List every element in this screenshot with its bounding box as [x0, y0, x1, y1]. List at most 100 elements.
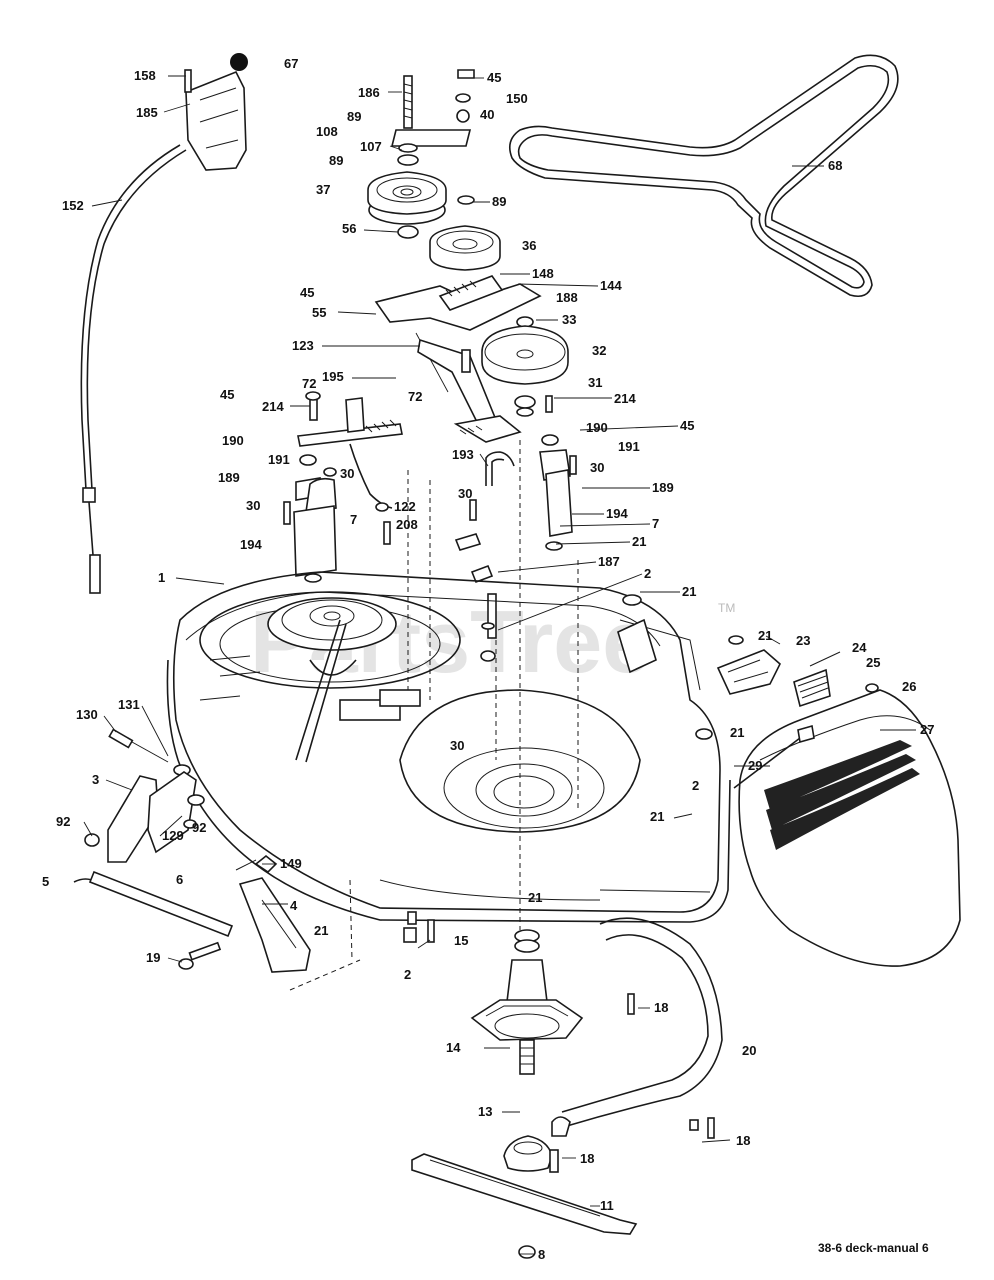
idler-pulley-stack: [367, 69, 501, 271]
callout-label: 30: [458, 486, 472, 501]
callout-label: 15: [454, 933, 468, 948]
callout-label: 129: [162, 828, 184, 843]
idler-arm-assembly: [374, 275, 542, 443]
callout-label: 27: [920, 722, 934, 737]
callout-label: 14: [446, 1040, 461, 1055]
callout-label: 45: [680, 418, 694, 433]
callout-label: 24: [852, 640, 867, 655]
callout-label: 89: [347, 109, 361, 124]
callout-label: 30: [450, 738, 464, 753]
callout-label: 149: [280, 856, 302, 871]
callout-label: 55: [312, 305, 326, 320]
callout-label: 21: [682, 584, 696, 599]
callout-label: 13: [478, 1104, 492, 1119]
callout-label: 20: [742, 1043, 756, 1058]
callout-label: 67: [284, 56, 298, 71]
callout-label: 92: [56, 814, 70, 829]
callout-label: 92: [192, 820, 206, 835]
callout-label: 89: [329, 153, 343, 168]
callout-label: 36: [522, 238, 536, 253]
drive-belt: [509, 54, 899, 298]
callout-label: 107: [360, 139, 382, 154]
callout-label: 214: [262, 399, 284, 414]
callout-label: 6: [176, 872, 183, 887]
spindle-pulley-top: [481, 316, 569, 446]
callout-label: 33: [562, 312, 576, 327]
leader-lines: [83, 75, 916, 1255]
callout-label: 191: [268, 452, 290, 467]
callout-label: 11: [600, 1198, 614, 1213]
callout-label: 191: [618, 439, 640, 454]
callout-label: 187: [598, 554, 620, 569]
callout-label: 194: [606, 506, 628, 521]
callout-label: 214: [614, 391, 636, 406]
watermark-trademark: TM: [718, 601, 735, 615]
callout-label: 45: [220, 387, 234, 402]
callout-label: 131: [118, 697, 140, 712]
callout-label: 40: [480, 107, 494, 122]
callout-label: 7: [652, 516, 659, 531]
callout-label: 185: [136, 105, 158, 120]
callout-label: 26: [902, 679, 916, 694]
callout-label: 3: [92, 772, 99, 787]
callout-label: 30: [246, 498, 260, 513]
callout-label: 23: [796, 633, 810, 648]
callout-label: 30: [340, 466, 354, 481]
spindle-and-blade: [403, 911, 723, 1259]
right-linkage: [454, 440, 579, 930]
callout-label: 190: [586, 420, 608, 435]
callout-label: 186: [358, 85, 380, 100]
left-linkage: [283, 391, 431, 700]
callout-label: 130: [76, 707, 98, 722]
callout-label: 208: [396, 517, 418, 532]
callout-label: 21: [314, 923, 328, 938]
callout-label: 29: [748, 758, 762, 773]
callout-label: 18: [736, 1133, 750, 1148]
callout-label: 68: [828, 158, 842, 173]
callout-label: 123: [292, 338, 314, 353]
callout-label: 72: [408, 389, 422, 404]
callout-label: 2: [404, 967, 411, 982]
callout-label: 144: [600, 278, 622, 293]
callout-label: 150: [506, 91, 528, 106]
callout-label: 89: [492, 194, 506, 209]
deck-spindle-pulley: [267, 597, 397, 763]
callout-label: 37: [316, 182, 330, 197]
callout-label: 158: [134, 68, 156, 83]
callout-label: 7: [350, 512, 357, 527]
callout-label: 19: [146, 950, 160, 965]
callout-label: 21: [650, 809, 664, 824]
callout-label: 152: [62, 198, 84, 213]
callout-label: 195: [322, 369, 344, 384]
callout-label: 18: [580, 1151, 594, 1166]
callout-label: 32: [592, 343, 606, 358]
callout-label: 188: [556, 290, 578, 305]
reference-dot-icon: [230, 53, 248, 71]
callout-label: 45: [487, 70, 501, 85]
callout-label: 190: [222, 433, 244, 448]
callout-label: 194: [240, 537, 262, 552]
callout-label: 1: [158, 570, 165, 585]
callout-label: 2: [692, 778, 699, 793]
callout-label: 4: [290, 898, 298, 913]
callout-label: 21: [528, 890, 542, 905]
callout-label: 25: [866, 655, 880, 670]
callout-label: 8: [538, 1247, 545, 1262]
callout-label: 18: [654, 1000, 668, 1015]
callout-labels: 158 67 185 152 186 45 150 89 40 108 107 …: [42, 56, 934, 1262]
callout-label: 45: [300, 285, 314, 300]
callout-label: 21: [758, 628, 772, 643]
callout-label: 5: [42, 874, 49, 889]
footer-code: 38-6 deck-manual 6: [818, 1241, 929, 1255]
callout-label: 21: [632, 534, 646, 549]
cable-bracket: [184, 53, 248, 171]
callout-label: 108: [316, 124, 338, 139]
front-lift-linkage: [73, 728, 361, 991]
callout-label: 148: [532, 266, 554, 281]
callout-label: 189: [652, 480, 674, 495]
right-belt-guard: [617, 594, 961, 967]
callout-label: 30: [590, 460, 604, 475]
callout-label: 56: [342, 221, 356, 236]
callout-label: 189: [218, 470, 240, 485]
callout-label: 2: [644, 566, 651, 581]
